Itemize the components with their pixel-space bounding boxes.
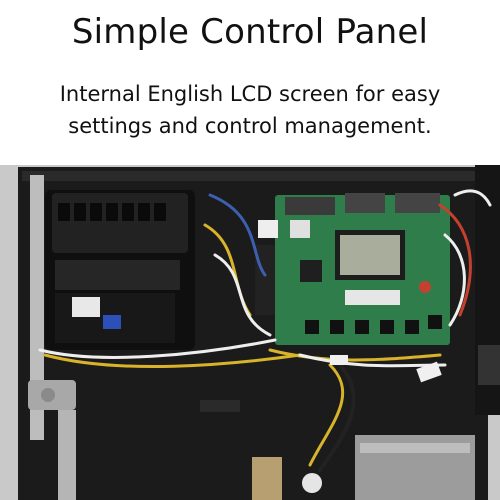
page-title: Simple Control Panel [71,12,429,52]
control-board [275,193,450,345]
bill-acceptor [45,190,195,350]
product-photo [0,165,500,500]
page-subtitle: Internal English LCD screen for easy set… [59,82,441,138]
